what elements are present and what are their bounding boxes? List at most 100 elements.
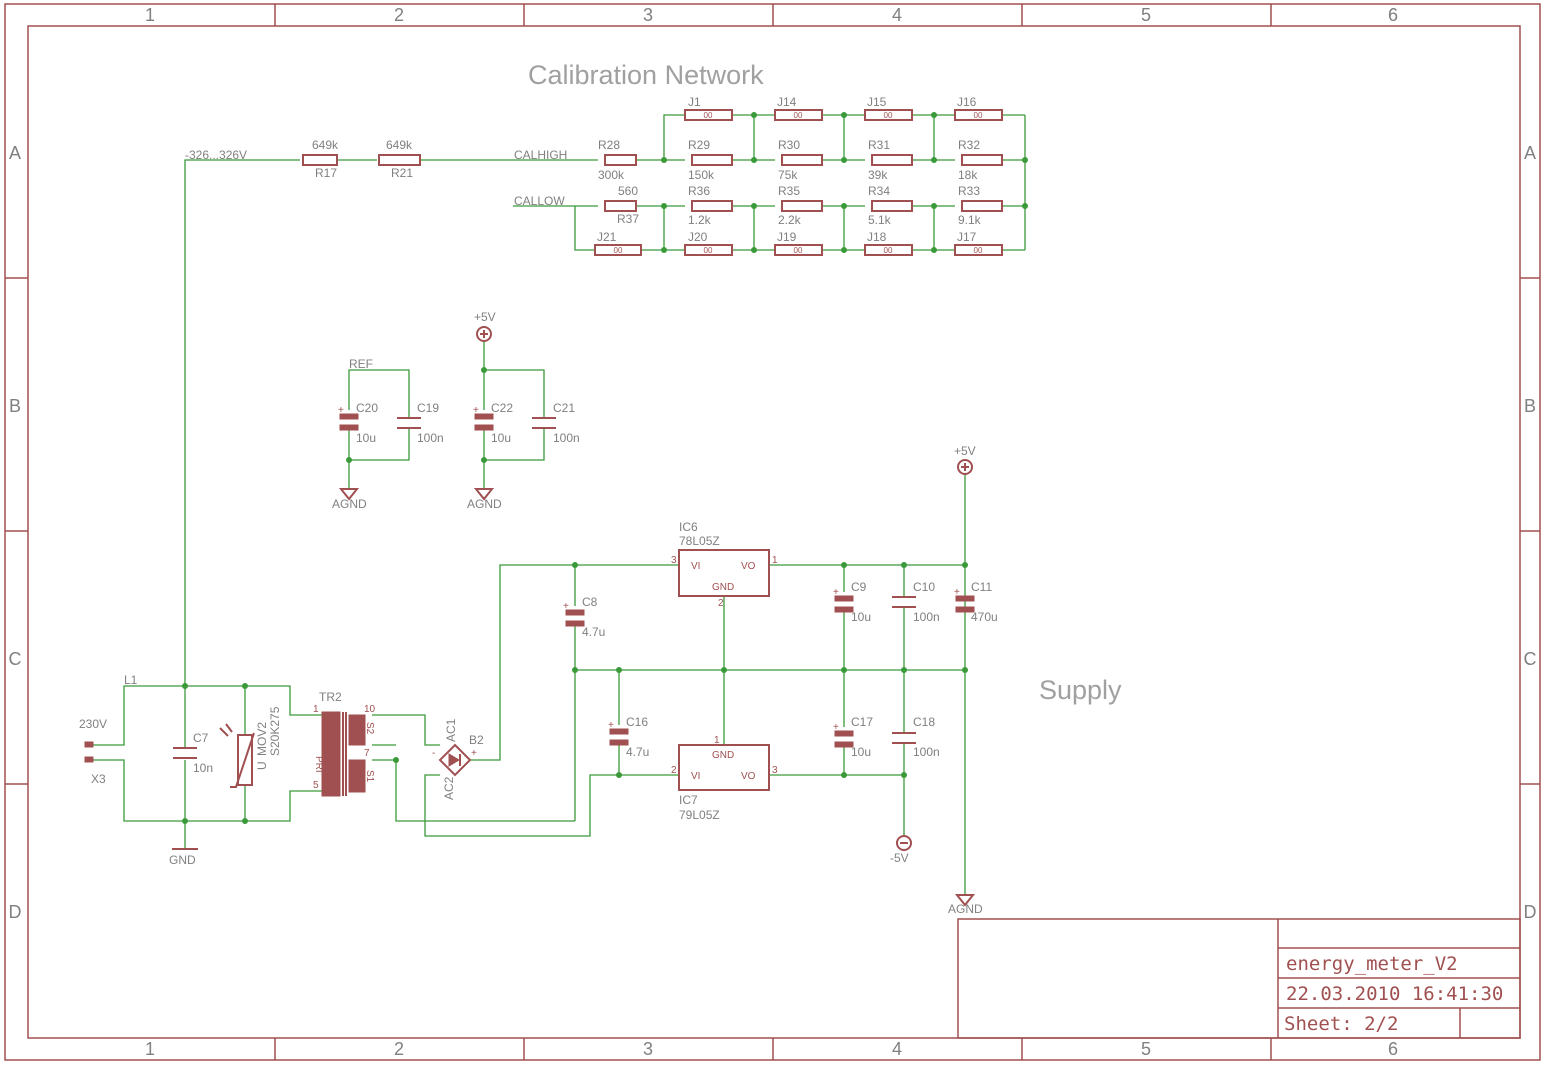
net-label-input-range: -326...326V: [185, 148, 247, 162]
svg-text:C9: C9: [851, 580, 867, 594]
capacitor-c11: + C11 470u: [954, 580, 998, 624]
resistor-r37: 560 R37: [604, 184, 639, 226]
svg-text:C16: C16: [626, 715, 648, 729]
svg-text:J17: J17: [957, 230, 977, 244]
zone-col-2-bottom: 2: [394, 1039, 404, 1059]
svg-text:-: -: [432, 748, 435, 759]
varistor-mov2: U MOV2 S20K275: [219, 706, 282, 788]
svg-text:+: +: [338, 405, 344, 416]
zone-col-6-bottom: 6: [1388, 1039, 1398, 1059]
svg-text:7: 7: [364, 748, 370, 759]
svg-text:S1: S1: [364, 770, 375, 783]
svg-text:GND: GND: [712, 750, 734, 761]
zone-row-c-right: C: [1524, 649, 1537, 669]
svg-text:C20: C20: [356, 401, 378, 415]
zone-col-3-top: 3: [643, 5, 653, 25]
svg-text:5: 5: [313, 780, 319, 791]
svg-text:79L05Z: 79L05Z: [679, 808, 720, 822]
svg-text:C22: C22: [491, 401, 513, 415]
drawing-frame: 1 2 3 4 5 6 1 2 3 4 5 6 A B C D A B C D: [4, 3, 1541, 1061]
svg-text:TR2: TR2: [319, 690, 342, 704]
svg-text:-5V: -5V: [890, 851, 909, 865]
svg-text:R28: R28: [598, 138, 620, 152]
bridge-rectifier-b2: B2 AC1 AC2 + -: [432, 718, 484, 800]
svg-text:00: 00: [974, 246, 983, 255]
resistor-r29: R29 150k: [688, 138, 733, 182]
jumper-j20: 00 J20: [684, 230, 733, 256]
capacitor-c7: C7 10n: [173, 731, 213, 775]
svg-text:560: 560: [618, 184, 638, 198]
svg-text:1: 1: [714, 735, 720, 746]
svg-text:X3: X3: [91, 772, 106, 786]
frame-row-dividers: [5, 277, 1540, 785]
calibration-network-title: Calibration Network: [528, 60, 764, 90]
svg-text:00: 00: [794, 111, 803, 120]
svg-text:2: 2: [718, 598, 724, 609]
svg-text:78L05Z: 78L05Z: [679, 534, 720, 548]
zone-labels-right: A B C D: [1524, 143, 1537, 922]
svg-text:C19: C19: [417, 401, 439, 415]
svg-text:R29: R29: [688, 138, 710, 152]
zone-row-a-left: A: [9, 143, 21, 163]
zone-col-1-bottom: 1: [145, 1039, 155, 1059]
net-label-calhigh: CALHIGH: [514, 148, 567, 162]
svg-text:+: +: [833, 722, 839, 733]
capacitor-c18: C18 100n: [892, 715, 940, 759]
svg-text:+: +: [563, 601, 569, 612]
capacitor-c16: + C16 4.7u: [608, 715, 649, 759]
svg-text:100n: 100n: [913, 610, 940, 624]
svg-text:J16: J16: [957, 95, 977, 109]
zone-col-2-top: 2: [394, 5, 404, 25]
svg-text:00: 00: [884, 246, 893, 255]
svg-text:AGND: AGND: [948, 902, 983, 916]
capacitor-c17: + C17 10u: [833, 715, 873, 759]
gnd-symbol: GND: [169, 848, 198, 867]
svg-text:R21: R21: [391, 166, 413, 180]
svg-text:00: 00: [884, 111, 893, 120]
svg-text:C21: C21: [553, 401, 575, 415]
zone-col-4-bottom: 4: [892, 1039, 902, 1059]
resistor-r28: R28 300k: [598, 138, 637, 182]
jumper-j18: 00 J18: [864, 230, 913, 256]
jumper-j16: 00 J16: [954, 95, 1003, 121]
net-label-l1: L1: [124, 673, 138, 687]
svg-text:00: 00: [794, 246, 803, 255]
resistor-r17: 649k R17: [302, 138, 339, 180]
capacitor-c22: + C22 10u: [473, 401, 513, 445]
svg-text:+: +: [608, 720, 614, 731]
svg-text:C18: C18: [913, 715, 935, 729]
svg-text:J20: J20: [688, 230, 708, 244]
zone-col-5-bottom: 5: [1141, 1039, 1151, 1059]
svg-text:IC6: IC6: [679, 520, 698, 534]
svg-text:J15: J15: [867, 95, 887, 109]
svg-text:+: +: [833, 587, 839, 598]
svg-text:VO: VO: [741, 771, 756, 782]
svg-text:AGND: AGND: [467, 497, 502, 511]
svg-text:GND: GND: [169, 853, 196, 867]
zone-row-a-right: A: [1524, 143, 1536, 163]
zone-row-d-right: D: [1524, 902, 1537, 922]
svg-text:10u: 10u: [491, 431, 511, 445]
svg-text:C7: C7: [193, 731, 209, 745]
net-label-callow: CALLOW: [514, 194, 565, 208]
capacitor-c21: C21 100n: [532, 401, 580, 445]
svg-text:R32: R32: [958, 138, 980, 152]
svg-text:470u: 470u: [971, 610, 998, 624]
svg-text:J14: J14: [777, 95, 797, 109]
svg-text:R31: R31: [868, 138, 890, 152]
resistor-r32: R32 18k: [958, 138, 1003, 182]
capacitor-c9: + C9 10u: [833, 580, 871, 624]
resistor-r34: R34 5.1k: [868, 184, 913, 227]
svg-text:10: 10: [364, 704, 376, 715]
net-label-ref: REF: [349, 357, 373, 371]
svg-text:J18: J18: [867, 230, 887, 244]
svg-text:1: 1: [772, 555, 778, 566]
svg-text:00: 00: [704, 111, 713, 120]
svg-text:39k: 39k: [868, 168, 888, 182]
resistor-r35: R35 2.2k: [778, 184, 823, 227]
resistor-r36: R36 1.2k: [688, 184, 733, 227]
svg-text:3: 3: [671, 555, 677, 566]
zone-row-b-left: B: [9, 396, 21, 416]
transformer-tr2: TR2 PRI S2 S1 1 5 10 7: [313, 690, 376, 797]
